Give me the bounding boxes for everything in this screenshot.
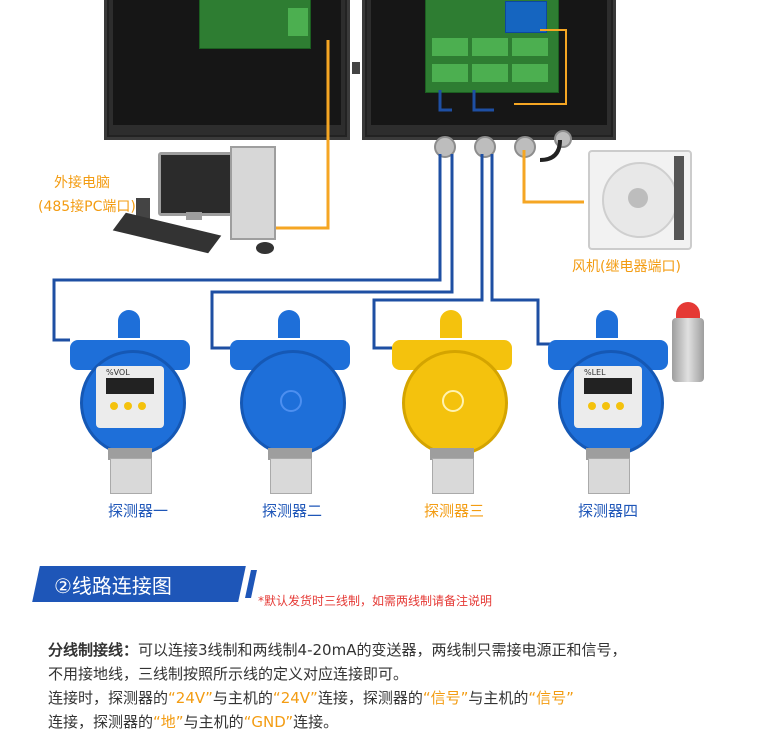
paragraph-text: 与主机的: [468, 689, 529, 707]
pc-port-label: (485接PC端口): [38, 199, 136, 215]
detector-2-label: 探测器二: [261, 502, 322, 520]
fan-wire: [522, 150, 584, 204]
highlight-24v: “24V”: [168, 689, 213, 707]
pc-wire: [276, 40, 330, 230]
cable-gland: [474, 136, 496, 158]
detector1-wire: [52, 154, 442, 342]
paragraph-text: 连接时，探测器的: [48, 689, 169, 707]
wiring-note: *默认发货时三线制，如需两线制请备注说明: [258, 594, 493, 608]
detector3-wire: [372, 154, 484, 350]
highlight-signal: “信号”: [422, 689, 469, 707]
left-cabinet: [104, 0, 350, 140]
paragraph-line-1: 分线制接线：可以连接3线制和两线制4-20mA的变送器，两线制只需接电源正和信号…: [48, 638, 626, 662]
detector-3-label: 探测器三: [423, 502, 484, 520]
cabinet-hinge: [352, 62, 360, 74]
detector-cover-logo: [280, 390, 302, 412]
detector-3: [388, 310, 518, 494]
paragraph-text: 与主机的: [212, 689, 273, 707]
highlight-signal: “信号”: [528, 689, 574, 707]
paragraph-line-2: 不用接地线，三线制按照所示线的定义对应连接即可。: [48, 665, 409, 683]
fan-label: 风机(继电器端口): [572, 259, 681, 275]
paragraph-text: 可以连接3线制和两线制4-20mA的变送器，两线制只需接电源正和信号，: [138, 641, 627, 659]
section-title: ②线路连接图: [54, 574, 172, 598]
detector-unit-label: %LEL: [584, 368, 606, 377]
relay-module: [505, 1, 547, 33]
detector-1-label: 探测器一: [107, 502, 168, 520]
gas-sensor: [270, 458, 312, 494]
wiring-diagram: [52, 29, 584, 350]
pc-monitor: [158, 152, 234, 216]
fan-grille: [674, 156, 684, 240]
pc-tower: [230, 146, 276, 240]
detector-1: %VOL: [66, 310, 196, 494]
pc-illustration: [108, 146, 278, 266]
gas-sensor: [588, 458, 630, 494]
paragraph-heading: 分线制接线：: [48, 641, 139, 659]
detector-4: %LEL: [544, 310, 674, 494]
exhaust-fan: [588, 150, 692, 250]
paragraph-text: 连接。: [293, 713, 339, 731]
alarm-light: [668, 302, 708, 384]
paragraph-text: 与主机的: [183, 713, 244, 731]
highlight-gnd: “GND”: [243, 713, 294, 731]
gas-sensor: [432, 458, 474, 494]
detector-2: [226, 310, 356, 494]
paragraph-line-3: 连接时，探测器的“24V”与主机的“24V”连接，探测器的“信号”与主机的“信号…: [48, 686, 574, 710]
pc-keyboard: [112, 212, 222, 254]
detector-display: [574, 366, 642, 428]
highlight-24v: “24V”: [272, 689, 318, 707]
gas-sensor: [110, 458, 152, 494]
paragraph-text: 连接，探测器的: [48, 713, 154, 731]
detector4-wire: [490, 154, 552, 346]
pc-label: 外接电脑: [54, 175, 110, 191]
detector-cover-logo: [442, 390, 464, 412]
detector-4-label: 探测器四: [577, 502, 638, 520]
detector-display: [96, 366, 164, 428]
highlight-ground: “地”: [153, 713, 184, 731]
fan-wire-top: [514, 29, 567, 105]
cable-gland: [434, 136, 456, 158]
paragraph-line-4: 连接，探测器的“地”与主机的“GND”连接。: [48, 710, 338, 734]
detector-unit-label: %VOL: [106, 368, 130, 377]
detector2-wire: [210, 154, 454, 350]
paragraph-text: 连接，探测器的: [317, 689, 423, 707]
main-controller-cabinet: [362, 0, 616, 140]
pc-mouse: [256, 242, 274, 254]
